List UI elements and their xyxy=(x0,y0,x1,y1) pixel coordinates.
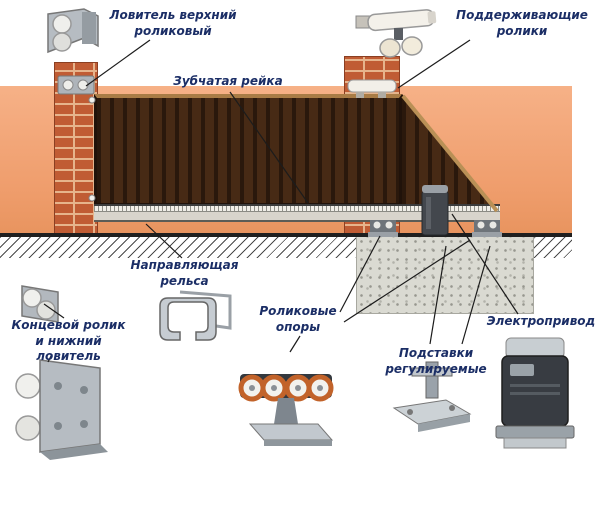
lower-catcher-photo xyxy=(12,346,116,462)
adjustable-stand-photo xyxy=(386,356,478,448)
electric-drive-on-foundation-icon xyxy=(418,183,452,237)
label-roller-supports: Роликовые опоры xyxy=(259,304,337,334)
guide-rail-beam xyxy=(94,211,500,222)
label-top-catcher: Ловитель верхний роликовый xyxy=(109,8,237,38)
label-adjustable-stands: Подставки регулируемые xyxy=(385,346,487,376)
concrete-foundation xyxy=(356,236,534,314)
support-rollers-on-pillar-icon xyxy=(346,78,398,100)
upper-catcher-on-pillar-icon xyxy=(56,72,96,98)
roller-support-left-icon xyxy=(368,218,398,238)
label-gear-rack: Зубчатая рейка xyxy=(173,74,283,88)
gear-rack-strip xyxy=(94,204,500,211)
ground-line xyxy=(0,233,572,237)
gate-leaf-panel xyxy=(94,94,402,206)
label-support-rollers: Поддерживающие ролики xyxy=(456,8,588,38)
roller-carriage-photo xyxy=(236,350,336,454)
roller-support-right-icon xyxy=(472,218,502,238)
label-guide-rail: Направляющая рельса xyxy=(130,258,239,288)
label-end-roller: Концевой ролик и нижний ловитель xyxy=(11,318,126,364)
drive-unit-photo xyxy=(490,328,582,462)
label-electric-drive: Электропривод xyxy=(486,314,596,328)
guide-rail-photo xyxy=(150,286,240,350)
support-rollers-photo xyxy=(352,4,448,62)
